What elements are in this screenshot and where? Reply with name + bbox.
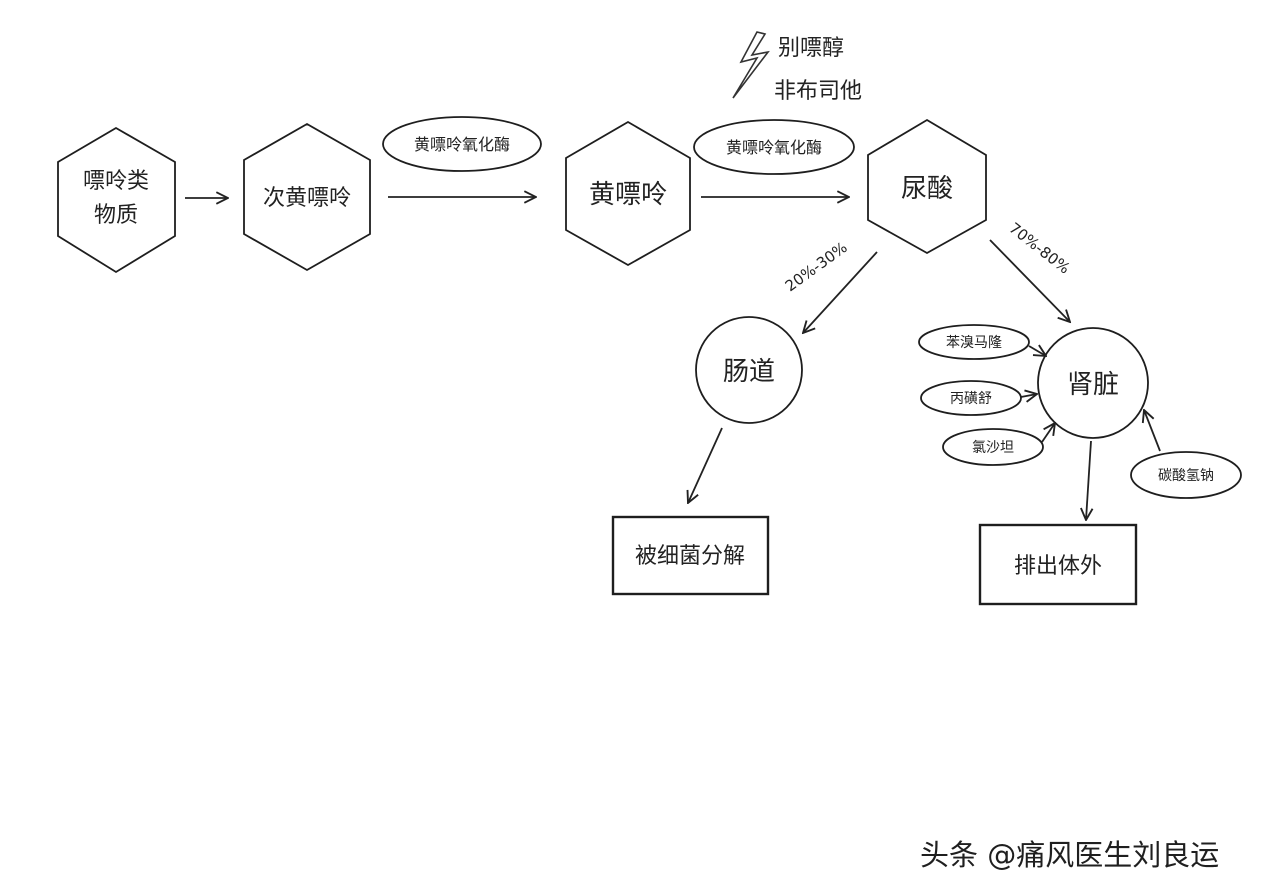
inhibitor-drug-2: 非布司他: [774, 79, 862, 104]
node-uric-acid: 尿酸: [867, 118, 987, 255]
enzyme-pill-2: 黄嘌呤氧化酶: [693, 119, 855, 175]
arrow-factor4-to-kidney: [1144, 410, 1161, 452]
kidney-factor-4: 碳酸氢钠: [1130, 451, 1242, 499]
node-xanthine-label: 黄嘌呤: [589, 180, 667, 210]
kidney-factor-2-label: 丙磺舒: [950, 391, 992, 407]
node-kidney: 肾脏: [1037, 327, 1149, 439]
node-purine-foods-line1: 嘌呤类: [83, 169, 149, 194]
arrow-kidney-to-excrete: [1086, 440, 1091, 520]
kidney-factor-4-label: 碳酸氢钠: [1158, 468, 1214, 484]
kidney-factor-1: 苯溴马隆: [918, 324, 1030, 360]
node-kidney-label: 肾脏: [1067, 370, 1119, 400]
node-bacteria-decompose: 被细菌分解: [611, 515, 770, 596]
arrow-factor3-to-kidney: [1041, 423, 1055, 443]
inhibitor-group: 别嘌醇 非布司他: [732, 31, 862, 104]
kidney-factor-1-label: 苯溴马隆: [946, 334, 1002, 351]
node-uric-acid-label: 尿酸: [901, 174, 953, 204]
node-intestine: 肠道: [695, 316, 803, 424]
kidney-factor-2: 丙磺舒: [920, 380, 1022, 416]
node-intestine-label: 肠道: [723, 357, 775, 387]
enzyme-pill-1-label: 黄嘌呤氧化酶: [414, 135, 510, 154]
edge-label-intestine-share: 20%-30%: [782, 238, 851, 295]
arrow-intestine-to-bacteria: [688, 427, 723, 503]
kidney-factor-3-label: 氯沙坦: [972, 440, 1014, 456]
arrow-factor2-to-kidney: [1020, 394, 1037, 397]
enzyme-pill-2-label: 黄嘌呤氧化酶: [726, 138, 822, 157]
arrow-uric-acid-to-kidney: [989, 239, 1070, 322]
node-excrete-label: 排出体外: [1014, 554, 1102, 579]
arrow-uric-acid-to-intestine: [803, 251, 878, 333]
node-hypoxanthine-label: 次黄嘌呤: [263, 186, 351, 211]
watermark: 头条 @痛风医生刘良运: [920, 838, 1220, 872]
inhibitor-drug-1: 别嘌醇: [778, 36, 844, 61]
node-excrete: 排出体外: [978, 523, 1138, 606]
edge-label-kidney-share: 70%-80%: [1006, 219, 1074, 278]
enzyme-pill-1: 黄嘌呤氧化酶: [382, 116, 542, 172]
node-hypoxanthine: 次黄嘌呤: [243, 122, 371, 272]
node-xanthine: 黄嘌呤: [565, 120, 691, 267]
node-bacteria-decompose-label: 被细菌分解: [635, 544, 745, 569]
node-purine-foods: 嘌呤类 物质: [57, 126, 176, 274]
kidney-factor-3: 氯沙坦: [942, 428, 1044, 466]
node-purine-foods-line2: 物质: [94, 203, 138, 228]
lightning-icon: [732, 31, 770, 99]
arrow-factor1-to-kidney: [1028, 346, 1046, 356]
